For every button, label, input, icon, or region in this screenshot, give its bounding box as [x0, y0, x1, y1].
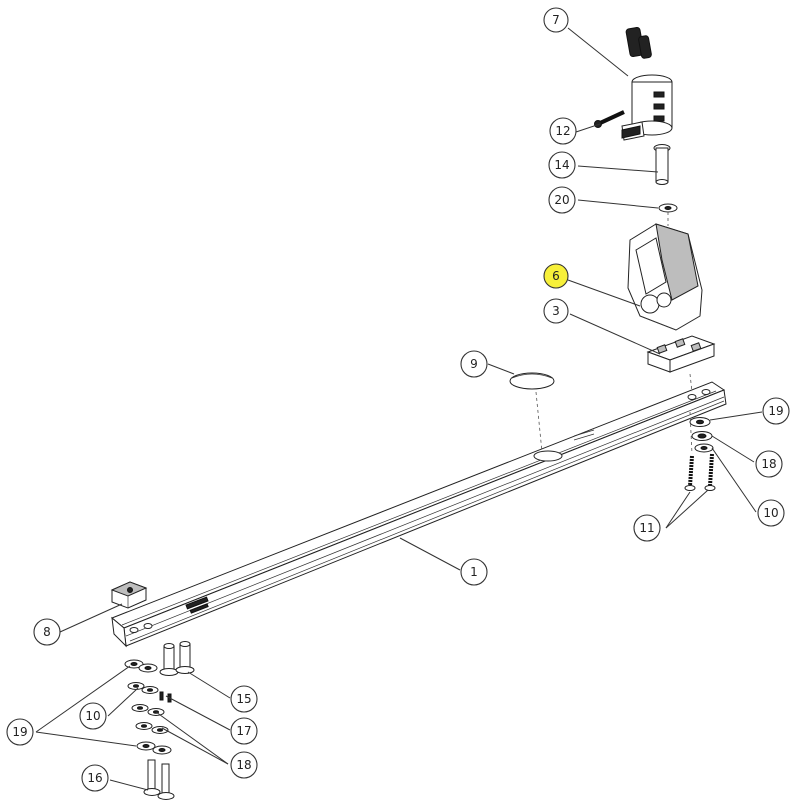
svg-text:18: 18	[761, 457, 776, 471]
right-hardware	[684, 411, 716, 491]
svg-text:8: 8	[43, 625, 51, 639]
block-part-3	[646, 335, 716, 393]
leader-lines	[35, 27, 763, 791]
svg-text:10: 10	[85, 709, 100, 723]
callout-11: 11	[633, 514, 661, 542]
svg-text:17: 17	[236, 724, 251, 738]
callout-20: 20	[548, 186, 576, 214]
lock-cylinder-part-7	[621, 26, 673, 141]
callout-3: 3	[543, 298, 569, 324]
callout-18-right: 18	[755, 450, 783, 478]
callout-18-left: 18	[230, 751, 258, 779]
pin-part-14	[653, 144, 671, 185]
callout-7: 7	[543, 7, 569, 33]
callout-16: 16	[81, 764, 109, 792]
svg-text:14: 14	[554, 158, 569, 172]
cap-part-9	[509, 372, 555, 453]
callout-9: 9	[460, 350, 488, 378]
svg-text:6: 6	[552, 269, 560, 283]
svg-text:1: 1	[470, 565, 478, 579]
screw-part-12	[594, 110, 625, 128]
svg-text:11: 11	[639, 521, 654, 535]
callout-15: 15	[230, 685, 258, 713]
callout-14: 14	[548, 151, 576, 179]
svg-text:16: 16	[87, 771, 102, 785]
callout-10-right: 10	[757, 499, 785, 527]
washer-part-20	[658, 203, 678, 226]
callout-10-left: 10	[79, 702, 107, 730]
housing-part-6	[627, 223, 703, 331]
callout-8: 8	[33, 618, 61, 646]
svg-text:18: 18	[236, 758, 251, 772]
callout-6: 6	[543, 263, 569, 289]
svg-text:15: 15	[236, 692, 251, 706]
svg-text:7: 7	[552, 13, 560, 27]
end-block-part-8	[110, 581, 148, 609]
callout-19-left: 19	[6, 718, 34, 746]
svg-text:9: 9	[470, 357, 478, 371]
callout-19-right: 19	[762, 397, 790, 425]
callouts: 7 12 14 20 6 3 9 19 18 10 11 1 8 15 10 1…	[6, 7, 790, 792]
rail-part-1	[111, 381, 727, 648]
callout-12: 12	[549, 117, 577, 145]
svg-text:3: 3	[552, 304, 560, 318]
callout-17: 17	[230, 717, 258, 745]
svg-text:12: 12	[555, 124, 570, 138]
left-hardware	[124, 641, 195, 800]
svg-text:19: 19	[12, 725, 27, 739]
svg-text:19: 19	[768, 404, 783, 418]
svg-text:20: 20	[554, 193, 569, 207]
callout-1: 1	[460, 558, 488, 586]
svg-text:10: 10	[763, 506, 778, 520]
